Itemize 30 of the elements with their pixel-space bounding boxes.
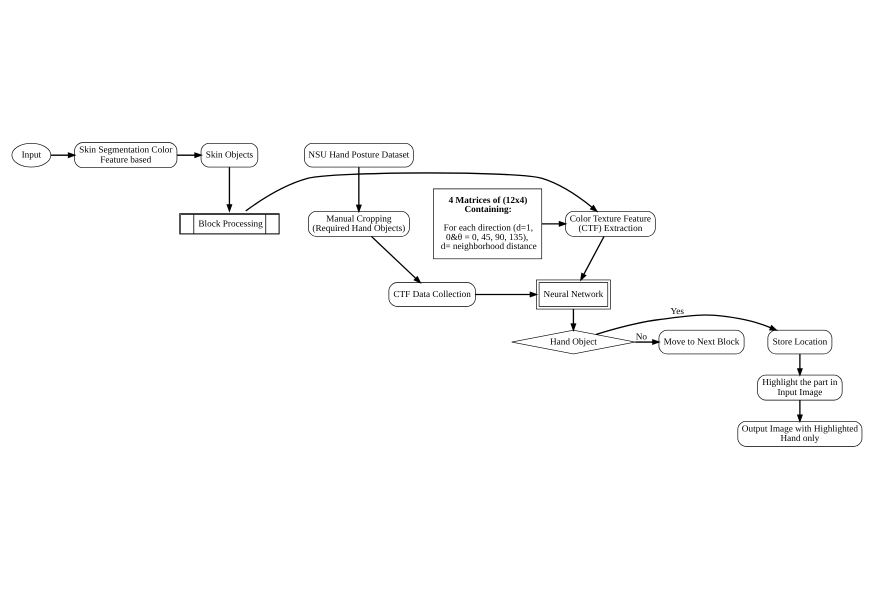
node-box: 4 Matrices of (12x4) Containing: For each direction (d=1, 0&θ = 0, 45, 90, 135), d= neighborhood distance [432, 188, 542, 260]
arrow [50, 152, 76, 158]
node-box: Manual Cropping (Required Hand Objects) [308, 210, 410, 237]
node-box: Store Location [767, 330, 832, 354]
node-box: Skin Segmentation Color Feature based [74, 142, 177, 168]
node-box: Color Texture Feature (CTF) Extraction [564, 210, 656, 237]
arrow [176, 152, 202, 158]
arrow [474, 291, 538, 298]
arrow [570, 309, 576, 332]
arrow [226, 167, 232, 213]
edge-label: No [635, 332, 647, 342]
node-box: Output Image with Highlighted Hand only [737, 420, 862, 447]
node-box: Neural Network [536, 280, 610, 310]
node-box: NSU Hand Posture Dataset [304, 142, 414, 168]
edge-label: Yes [670, 306, 684, 316]
node-diamond: Hand Object [510, 330, 635, 354]
arrow [355, 167, 362, 214]
arrow [244, 172, 598, 212]
arrow [796, 400, 802, 424]
node-box: Highlight the part in Input Image [756, 374, 842, 400]
node-ellipse: Input [11, 142, 51, 168]
arrow [595, 314, 778, 336]
arrow [370, 236, 422, 284]
node-box: Move to Next Block [658, 330, 744, 354]
arrow [634, 339, 660, 346]
node-box: CTF Data Collection [388, 282, 476, 307]
arrow [541, 220, 567, 227]
arrow [796, 354, 802, 377]
arrow [580, 236, 604, 282]
node-box: Skin Objects [200, 142, 258, 168]
